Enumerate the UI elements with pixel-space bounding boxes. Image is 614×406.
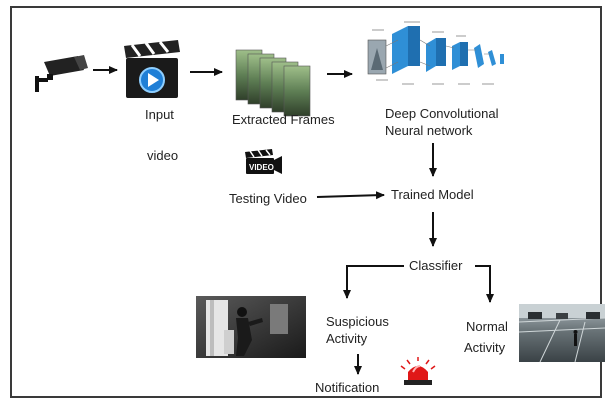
suspicious-label-line1: Suspicious (326, 314, 389, 329)
suspicious-person-photo (196, 296, 306, 358)
normal-label-line2: Activity (464, 340, 506, 355)
normal-label-line1: Normal (466, 319, 508, 334)
parking-lot-photo (518, 304, 606, 363)
suspicious-label-line2: Activity (326, 331, 368, 346)
trained-model-label: Trained Model (391, 187, 474, 202)
extracted-frames-label: Extracted Frames (232, 112, 335, 127)
security-camera-icon (35, 55, 88, 92)
input-label: Input (145, 107, 174, 122)
alarm-siren-icon (400, 357, 436, 385)
arrow-classifier-to-normal (475, 265, 494, 303)
testing-video-label: Testing Video (229, 191, 307, 206)
cnn-label-line1: Deep Convolutional (385, 106, 499, 121)
video-badge-text: VIDEO (249, 163, 274, 172)
frame-stack-icon (235, 49, 311, 117)
video-badge-icon: VIDEO (245, 149, 282, 174)
classifier-label: Classifier (409, 258, 463, 273)
cnn-architecture-diagram (362, 20, 512, 96)
video-clapperboard-icon (124, 40, 180, 98)
arrow-testing-to-trained-model (316, 191, 385, 200)
video-label: video (147, 148, 179, 163)
cnn-label-line2: Neural network (385, 123, 473, 138)
arrow-classifier-to-suspicious (343, 265, 404, 299)
notification-label: Notification (315, 380, 380, 395)
